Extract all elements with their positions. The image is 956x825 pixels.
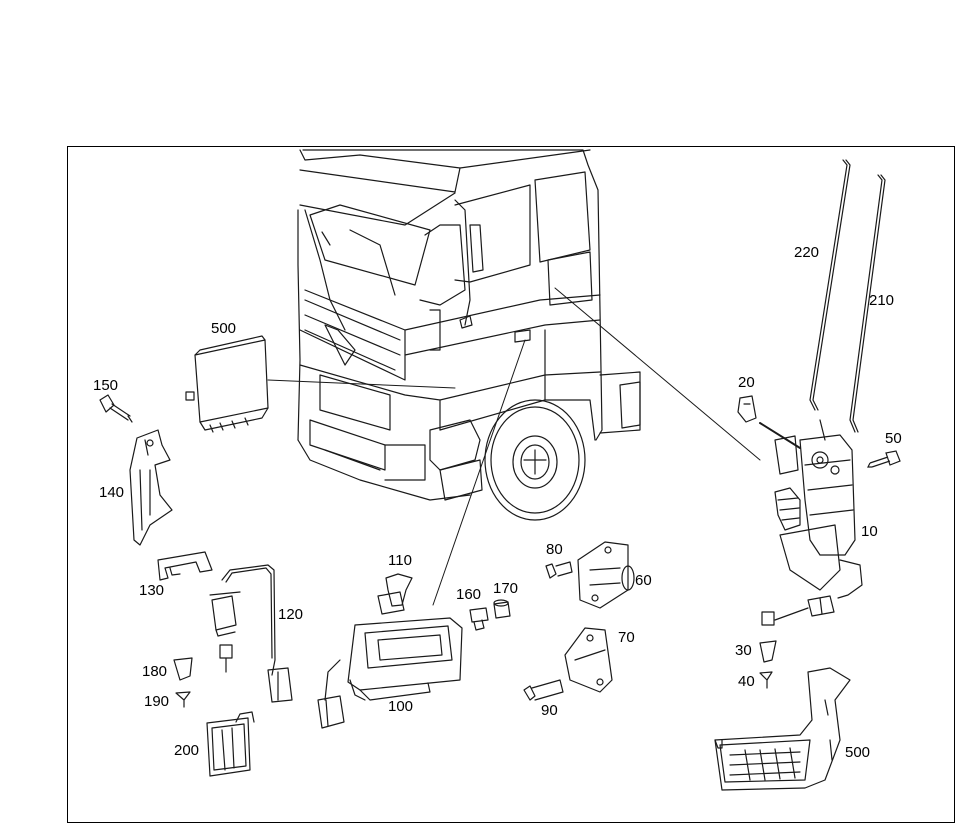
bolt-90 bbox=[523, 679, 564, 701]
label-140: 140 bbox=[99, 484, 125, 501]
label-190: 190 bbox=[144, 693, 170, 710]
hinge-plate-60 bbox=[577, 541, 635, 609]
part-30 bbox=[759, 611, 777, 663]
leader-line-100 bbox=[432, 339, 526, 606]
label-180: 180 bbox=[142, 663, 168, 680]
diagram-frame bbox=[67, 146, 955, 823]
label-100: 100 bbox=[388, 698, 414, 715]
label-60: 60 bbox=[635, 572, 652, 589]
screw-150 bbox=[99, 394, 133, 423]
label-130: 130 bbox=[139, 582, 165, 599]
clip-130 bbox=[157, 551, 213, 581]
leader-line-500 bbox=[267, 379, 456, 389]
label-30: 30 bbox=[735, 642, 752, 659]
label-500-bracket: 500 bbox=[845, 744, 871, 761]
leader-line-20 bbox=[759, 422, 801, 449]
cable-switch-120 bbox=[209, 564, 293, 703]
label-120: 120 bbox=[278, 606, 304, 623]
part-180 bbox=[173, 644, 233, 681]
label-40: 40 bbox=[738, 673, 755, 690]
screw-80 bbox=[545, 561, 573, 579]
truck-cab-illustration bbox=[297, 149, 641, 521]
striker-plate-70 bbox=[564, 627, 613, 693]
part-190 bbox=[175, 691, 191, 708]
part-40 bbox=[759, 671, 773, 689]
label-170: 170 bbox=[493, 580, 519, 597]
door-handle-100 bbox=[317, 617, 463, 729]
part-110 bbox=[377, 573, 413, 615]
control-unit-500 bbox=[185, 335, 269, 433]
label-70: 70 bbox=[618, 629, 635, 646]
label-90: 90 bbox=[541, 702, 558, 719]
label-210: 210 bbox=[869, 292, 895, 309]
label-110: 110 bbox=[388, 552, 412, 569]
label-220: 220 bbox=[794, 244, 820, 261]
bracket-500 bbox=[714, 667, 851, 791]
holder-200 bbox=[206, 711, 255, 777]
part-160 bbox=[469, 607, 489, 631]
label-80: 80 bbox=[546, 541, 563, 558]
bracket-140 bbox=[129, 429, 173, 546]
screw-50 bbox=[867, 450, 901, 468]
connector-10 bbox=[774, 595, 835, 621]
lock-mechanism-10 bbox=[774, 419, 863, 599]
label-50: 50 bbox=[885, 430, 902, 447]
label-150: 150 bbox=[93, 377, 119, 394]
label-200: 200 bbox=[174, 742, 200, 759]
part-20 bbox=[737, 395, 757, 423]
label-10: 10 bbox=[861, 523, 878, 540]
leader-line-10 bbox=[554, 287, 761, 461]
part-170 bbox=[493, 599, 511, 619]
rod-220 bbox=[809, 159, 851, 411]
label-20: 20 bbox=[738, 374, 755, 391]
label-500-control-unit: 500 bbox=[211, 320, 237, 337]
label-160: 160 bbox=[456, 586, 482, 603]
rod-210 bbox=[849, 174, 886, 433]
